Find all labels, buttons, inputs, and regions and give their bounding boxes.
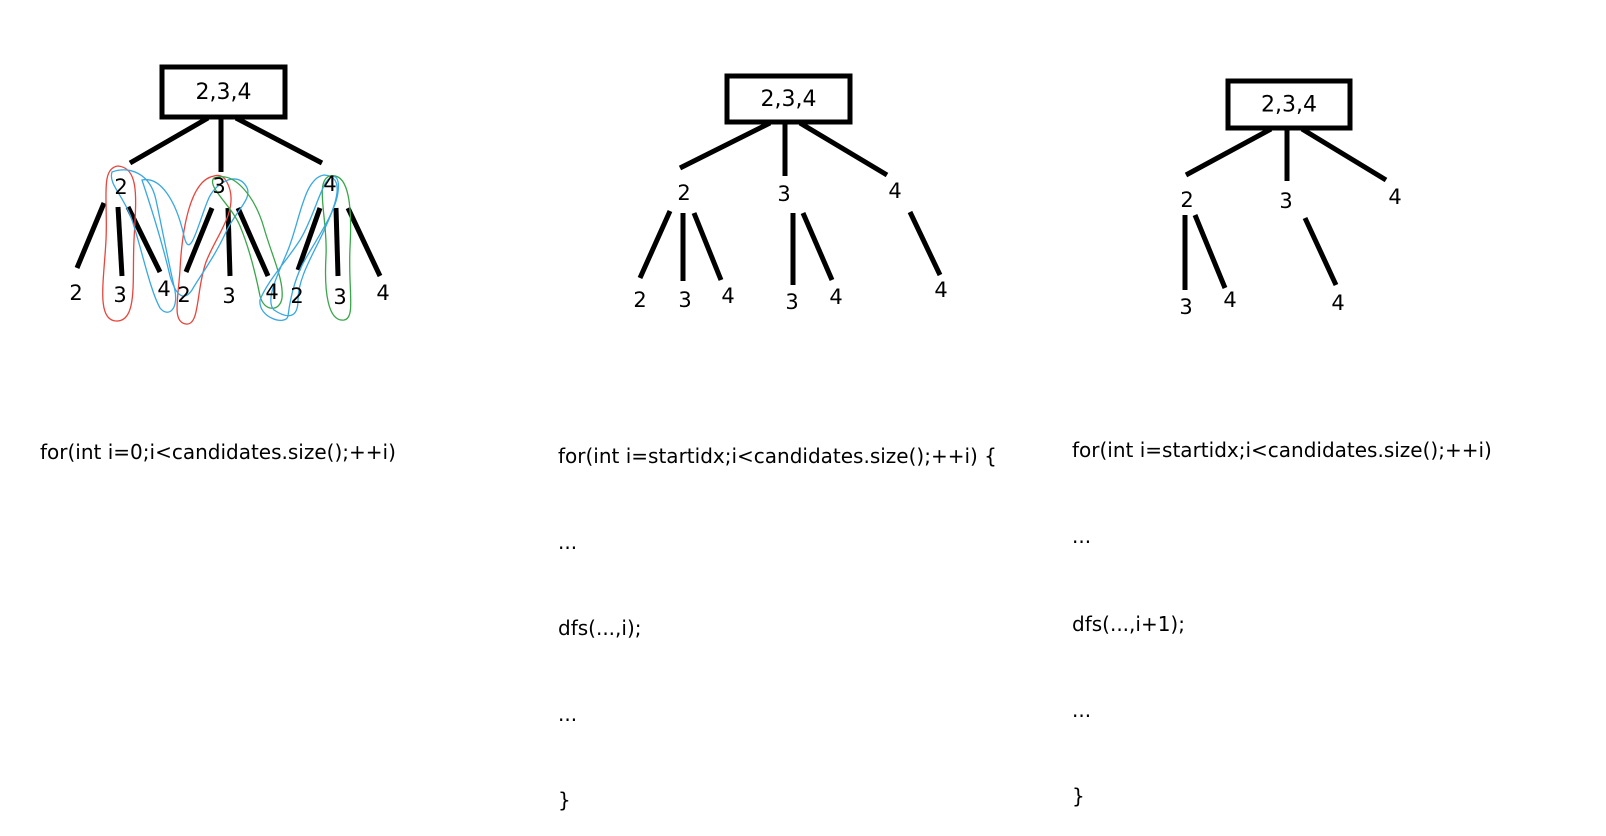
highlight-loop — [270, 174, 338, 317]
leaf-node-label: 3 — [113, 283, 126, 307]
code-block-1: for(int i=0;i<candidates.size();++i) — [40, 392, 396, 488]
tree-edge — [800, 212, 835, 281]
code-line: } — [558, 788, 571, 812]
tree-edge — [295, 207, 323, 271]
leaf-node-label: 4 — [934, 278, 947, 302]
tree-edge — [128, 115, 210, 166]
child-node-label: 3 — [212, 174, 225, 198]
leaf-node-label: 2 — [633, 288, 646, 312]
tree-edge — [234, 115, 324, 166]
tree-edge — [115, 206, 125, 277]
leaf-node-label: 2 — [290, 284, 303, 308]
leaf-node-label: 3 — [1179, 295, 1192, 319]
tree-edge — [183, 207, 215, 273]
tree-edge — [798, 120, 889, 178]
child-node-label: 2 — [677, 181, 690, 205]
edges-layer — [74, 115, 1388, 290]
leaf-node-label: 2 — [69, 281, 82, 305]
child-node-label: 3 — [1279, 189, 1292, 213]
tree-edge — [225, 207, 233, 277]
root-node-label: 2,3,4 — [761, 87, 817, 112]
code-line: ... — [1072, 524, 1092, 548]
child-node-label: 2 — [114, 175, 127, 199]
highlight-loop — [102, 165, 137, 322]
root-node-box — [1225, 78, 1353, 131]
root-node-box — [724, 73, 853, 125]
root-node-label: 2,3,4 — [196, 80, 252, 105]
code-line: ... — [558, 530, 578, 554]
code-line: for(int i=0;i<candidates.size();++i) — [40, 440, 396, 464]
leaf-node-label: 4 — [1331, 291, 1344, 315]
tree-edge — [1184, 126, 1273, 178]
code-block-3: for(int i=startidx;i<candidates.size();+… — [1072, 390, 1492, 832]
root-node-box — [159, 64, 288, 120]
code-block-2: for(int i=startidx;i<candidates.size();+… — [558, 396, 997, 836]
child-node-label: 3 — [777, 182, 790, 206]
tree-edge — [678, 120, 772, 171]
code-line: } — [1072, 784, 1085, 808]
child-node-label: 4 — [888, 179, 901, 203]
leaf-node-label: 4 — [1223, 288, 1236, 312]
tree-edge — [125, 205, 163, 274]
tree-edge — [1302, 216, 1339, 287]
highlight-loop — [110, 169, 177, 313]
code-line: ... — [1072, 698, 1092, 722]
leaf-node-label: 4 — [376, 281, 389, 305]
tree-edge — [1300, 126, 1388, 183]
child-node-label: 4 — [1388, 185, 1401, 209]
leaf-node-label: 4 — [829, 285, 842, 309]
leaf-node-label: 4 — [265, 280, 278, 304]
highlight-loop — [259, 175, 340, 321]
highlight-loop — [141, 178, 249, 297]
root-node-label: 2,3,4 — [1261, 93, 1317, 118]
leaf-node-label: 4 — [157, 277, 170, 301]
leaf-node-label: 3 — [222, 284, 235, 308]
code-line: dfs(...,i+1); — [1072, 612, 1185, 636]
tree-edge — [333, 207, 341, 277]
tree-edge — [345, 206, 383, 278]
highlight-loop — [176, 174, 232, 325]
highlight-loop — [211, 176, 283, 309]
tree-edge — [691, 212, 724, 281]
tree-edge — [235, 206, 271, 278]
leaf-node-label: 3 — [678, 288, 691, 312]
code-line: dfs(...,i); — [558, 616, 642, 640]
tree-edge — [1192, 214, 1228, 289]
tree-edge — [74, 202, 107, 269]
leaf-node-label: 4 — [721, 284, 734, 308]
code-line: for(int i=startidx;i<candidates.size();+… — [558, 444, 997, 468]
leaf-node-label: 3 — [785, 290, 798, 314]
child-node-label: 2 — [1180, 188, 1193, 212]
highlight-loop — [321, 175, 352, 321]
code-line: ... — [558, 702, 578, 726]
leaf-node-label: 3 — [333, 285, 346, 309]
highlight-loops-layer — [102, 165, 352, 325]
tree-edge — [637, 209, 673, 280]
child-node-label: 4 — [323, 172, 336, 196]
tree-edge — [907, 210, 943, 277]
code-line: for(int i=startidx;i<candidates.size();+… — [1072, 438, 1492, 462]
leaf-node-label: 2 — [177, 283, 190, 307]
